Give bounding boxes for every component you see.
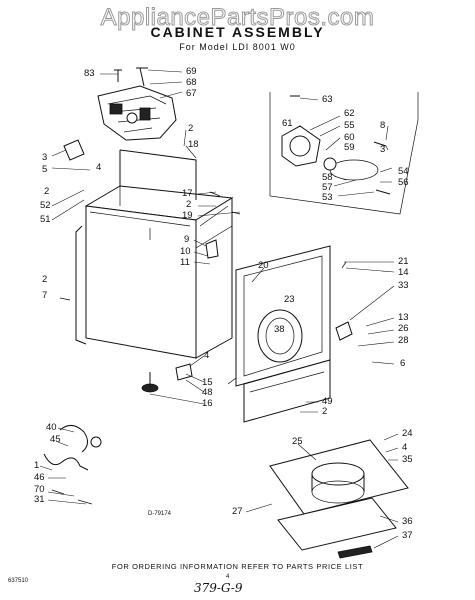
part-label: 2	[186, 199, 191, 210]
part-label: 7	[42, 290, 47, 301]
hardware-drawing	[59, 139, 353, 393]
model-subtitle: For Model LDI 8001 W0	[179, 42, 296, 52]
leader-lines	[39, 69, 399, 549]
part-label: 21	[398, 256, 409, 267]
part-label: 49	[322, 396, 333, 407]
watermark: AppliancePartsPros.com	[100, 4, 375, 32]
part-label: 54	[398, 166, 409, 177]
page-number: 4	[226, 574, 230, 580]
part-label: 15	[202, 377, 213, 388]
part-label: 51	[40, 214, 51, 225]
part-label: 16	[202, 398, 213, 409]
part-label: 56	[398, 177, 409, 188]
part-label: 63	[322, 94, 333, 105]
part-label: 55	[344, 120, 355, 131]
part-label: 62	[344, 108, 355, 119]
corner-code: 637510	[8, 578, 29, 584]
part-label: 67	[186, 88, 197, 99]
part-label: 48	[202, 387, 213, 398]
diagram-id: D-79174	[148, 511, 172, 517]
part-label: 3	[380, 144, 385, 155]
part-label: 1	[34, 460, 39, 471]
part-label: 4	[402, 442, 407, 453]
part-label: 8	[380, 120, 385, 131]
part-label: 83	[84, 68, 95, 79]
part-label: 37	[402, 530, 413, 541]
part-label: 45	[50, 434, 61, 445]
part-label: 11	[180, 257, 190, 268]
part-label: 2	[44, 186, 49, 197]
part-label: 10	[180, 246, 191, 257]
part-label: 70	[34, 484, 45, 495]
part-label: 31	[34, 494, 45, 505]
part-label: 13	[398, 312, 409, 323]
part-label: 24	[402, 428, 413, 439]
part-label: 58	[322, 172, 333, 183]
part-label: 20	[258, 260, 269, 271]
part-label: 59	[344, 142, 355, 153]
handwritten-note: 379-G-9	[194, 581, 243, 595]
part-label: 6	[400, 358, 405, 369]
part-label: 14	[398, 267, 409, 278]
part-label: 38	[274, 324, 285, 335]
part-label: 9	[184, 234, 189, 245]
part-label: 23	[284, 294, 295, 305]
part-label: 40	[46, 422, 57, 433]
part-label: 3	[42, 152, 47, 163]
part-label: 2	[42, 274, 47, 285]
part-label: 53	[322, 192, 333, 203]
part-label: 46	[34, 472, 45, 483]
part-label: 4	[204, 350, 209, 361]
part-label: 35	[402, 454, 413, 465]
part-label: 4	[96, 162, 101, 173]
part-label: 19	[182, 210, 193, 221]
diagram-title: CABINET ASSEMBLY	[150, 24, 325, 40]
part-label: 28	[398, 335, 409, 346]
cord-parts-drawing	[43, 425, 102, 505]
ordering-note: FOR ORDERING INFORMATION REFER TO PARTS …	[111, 562, 364, 571]
part-label: 18	[188, 139, 199, 150]
part-label: 57	[322, 182, 333, 193]
front-panel-drawing	[235, 245, 331, 423]
part-label: 68	[186, 77, 197, 88]
part-label: 36	[402, 516, 413, 527]
base-plate-drawing	[269, 439, 409, 559]
part-label: 26	[398, 323, 409, 334]
part-labels: 83 69 68 67 2 18 3 5 4 2 52 51 17 2 19 9…	[34, 66, 413, 541]
part-label: 69	[186, 66, 197, 77]
part-label: 2	[322, 406, 327, 417]
part-label: 25	[292, 436, 303, 447]
part-label: 17	[182, 188, 193, 199]
part-label: 60	[344, 132, 355, 143]
part-label: 27	[232, 506, 243, 517]
part-label: 33	[398, 280, 409, 291]
part-label: 52	[40, 200, 51, 211]
pump-belt-inset-drawing	[269, 92, 419, 215]
part-label: 61	[282, 118, 293, 129]
cabinet-body-drawing	[75, 149, 234, 359]
part-label: 5	[42, 164, 47, 175]
motor-assembly-drawing	[97, 67, 177, 141]
part-label: 2	[188, 123, 193, 134]
